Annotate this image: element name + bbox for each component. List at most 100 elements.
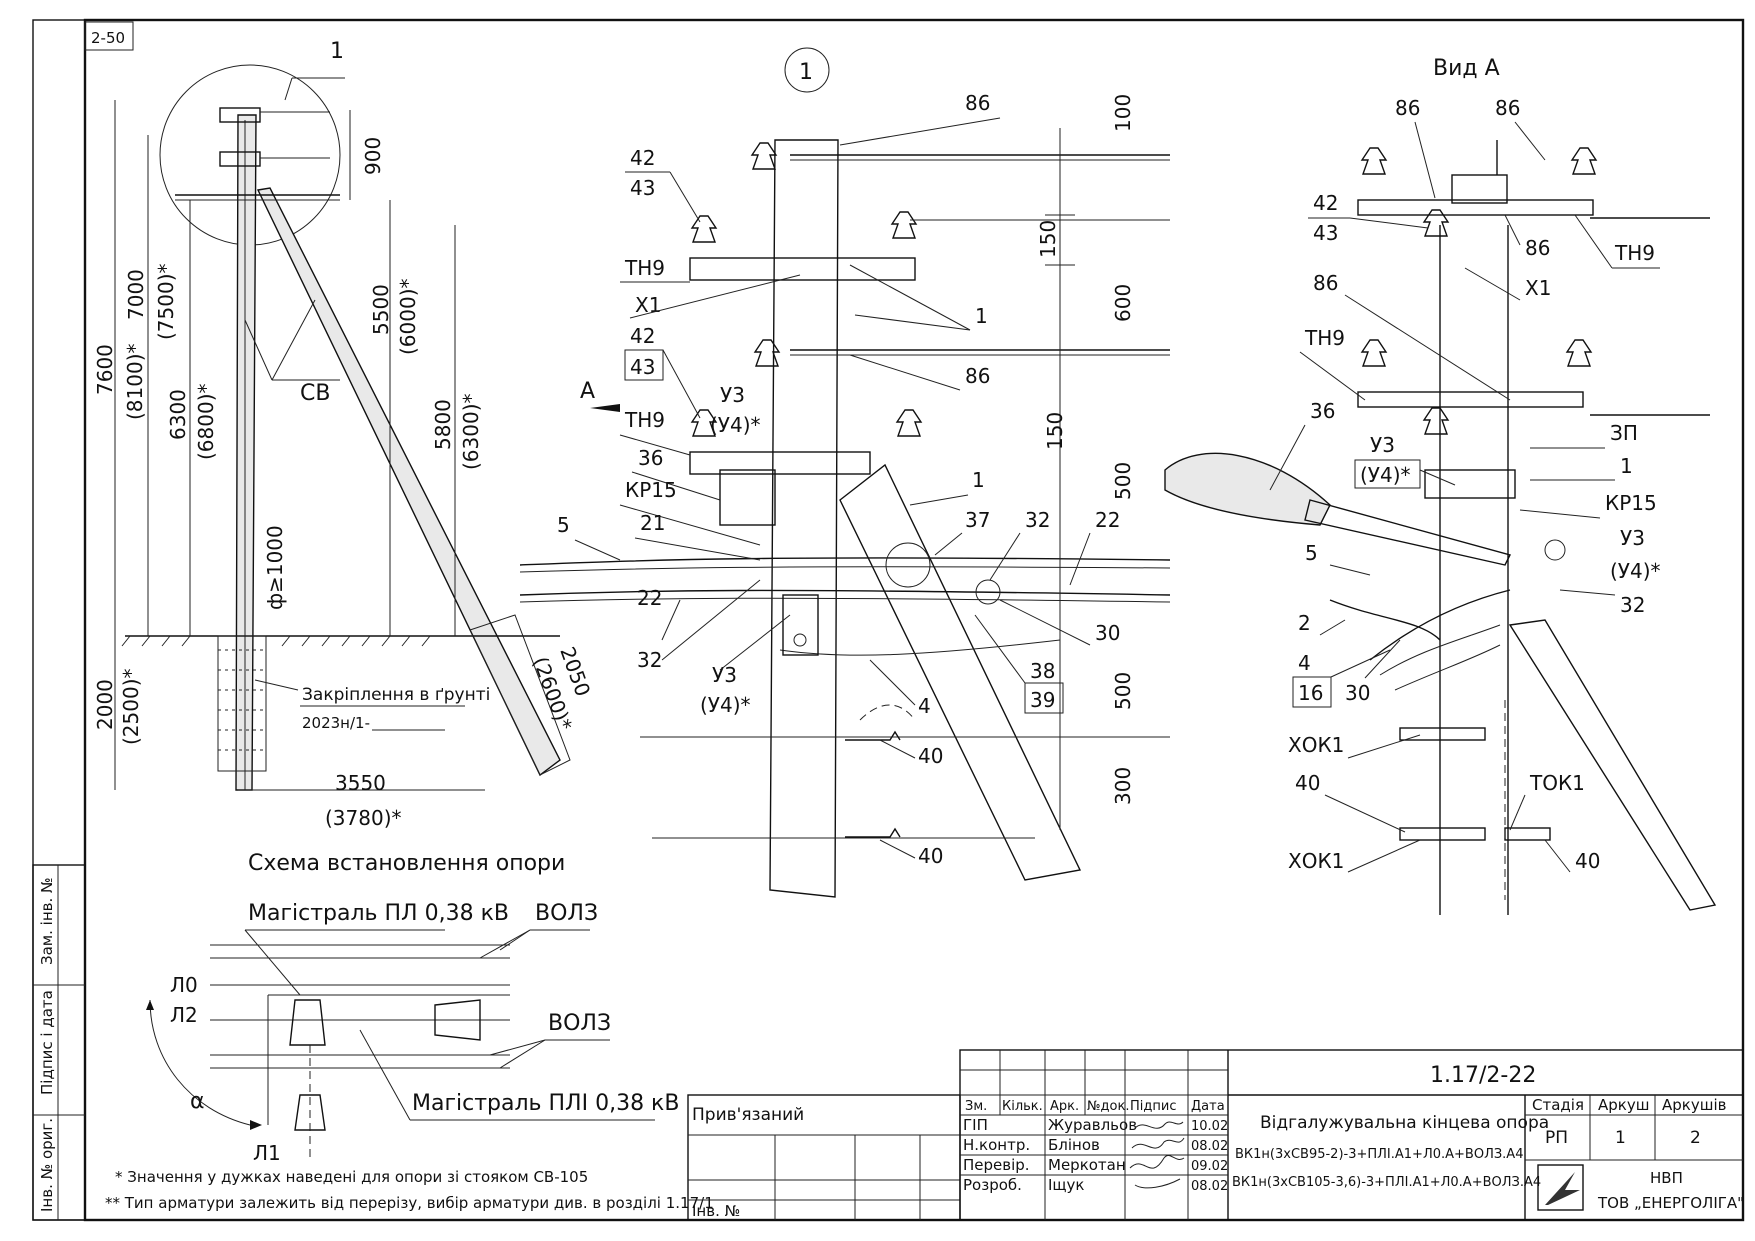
right-view: Вид А 86 86 xyxy=(1164,56,1717,915)
dim-2500: (2500)* xyxy=(119,668,143,745)
desc-line-1: ВК1н(3хСВ95-2)-3+ПЛІ.А1+Л0.А+ВОЛЗ.А4 xyxy=(1235,1147,1523,1162)
dim-6000: (6000)* xyxy=(396,278,420,355)
mid-pole xyxy=(769,139,839,898)
mid-label-u4b: (У4)* xyxy=(700,693,751,717)
right-label-5: 5 xyxy=(1305,541,1318,565)
mid-label-1a: 1 xyxy=(975,304,988,328)
scheme-l1: Л1 xyxy=(253,1141,281,1165)
mid-label-22: 22 xyxy=(637,586,662,610)
mid-label-32: 32 xyxy=(637,648,662,672)
street-lamp xyxy=(1164,452,1331,526)
signature-2 xyxy=(1131,1137,1185,1149)
col-doc: №док. xyxy=(1087,1099,1129,1114)
right-label-86c: 86 xyxy=(1525,236,1550,260)
right-label-th9b: ТН9 xyxy=(1304,326,1345,350)
right-label-36: 36 xyxy=(1310,399,1335,423)
dim-phi: ф≥1000 xyxy=(263,525,287,610)
view-a-arrow xyxy=(590,404,620,412)
stage-value: РП xyxy=(1545,1128,1568,1148)
right-label-40b: 40 xyxy=(1575,849,1600,873)
footnote-2: ** Тип арматури залежить від перерізу, в… xyxy=(105,1194,714,1212)
right-label-tok1: ТОК1 xyxy=(1529,771,1585,795)
scheme-vo1: ВОЛЗ xyxy=(535,901,598,926)
doc-code: 1.17/2-22 xyxy=(1430,1063,1536,1088)
inv-label: Інв. № xyxy=(692,1202,740,1220)
detail-ref-middle: 1 xyxy=(799,60,813,85)
right-strut xyxy=(1508,619,1717,911)
scheme-alpha: α xyxy=(190,1089,205,1114)
right-label-86b: 86 xyxy=(1495,96,1520,120)
side-stamp: Зам. інв. № Підпис і дата Інв. № ориг. xyxy=(32,864,86,1221)
side-stamp-1: Зам. інв. № xyxy=(38,877,56,965)
scheme-pole-2 xyxy=(434,999,481,1041)
org-line-2: ТОВ „ЕНЕРГОЛІГА" xyxy=(1597,1194,1744,1212)
mid-label-43b: 43 xyxy=(630,355,655,379)
right-label-xok1b: ХОК1 xyxy=(1288,849,1344,873)
mid-label-39: 39 xyxy=(1030,688,1055,712)
right-label-th9a: ТН9 xyxy=(1614,241,1655,265)
scheme-title: Схема встановлення опори xyxy=(248,851,565,876)
sheets-header: Аркушів xyxy=(1662,1096,1726,1114)
mid-dim-600: 600 xyxy=(1111,284,1135,322)
dim-900: 900 xyxy=(361,137,385,175)
view-a-letter: A xyxy=(580,379,595,404)
dim-7600: 7600 xyxy=(93,344,117,395)
mid-crossarm-2 xyxy=(689,451,871,475)
label-cb: СВ xyxy=(300,381,330,406)
mid-label-5: 5 xyxy=(557,513,570,537)
mid-label-30: 30 xyxy=(1095,621,1120,645)
sheet-header: Аркуш xyxy=(1598,1096,1649,1114)
view-a-title: Вид А xyxy=(1433,56,1500,81)
lamp-bracket xyxy=(1304,499,1512,566)
right-label-86a: 86 xyxy=(1395,96,1420,120)
mid-label-u4a: (У4)* xyxy=(710,413,761,437)
right-label-30: 30 xyxy=(1345,681,1370,705)
title-block: Прив'язаний Інв. № 1.17/2-22 Стадія Арку… xyxy=(687,1049,1744,1221)
right-label-43: 43 xyxy=(1313,221,1338,245)
right-label-32: 32 xyxy=(1620,593,1645,617)
dim-7000: 7000 xyxy=(124,269,148,320)
mid-label-86b: 86 xyxy=(965,364,990,388)
row-name: Блінов xyxy=(1048,1136,1100,1154)
mid-dim-500a: 500 xyxy=(1111,462,1135,500)
right-label-x1: Х1 xyxy=(1525,276,1551,300)
foundation-hole xyxy=(217,635,267,772)
col-zm: Зм. xyxy=(965,1099,987,1114)
stage-header: Стадія xyxy=(1532,1096,1584,1114)
dim-5500: 5500 xyxy=(369,284,393,335)
mid-label-th9b: ТН9 xyxy=(624,408,665,432)
left-view: 1 7600 (8100)* 7000 (7500)* 63 xyxy=(93,39,595,876)
right-label-u3b: У3 xyxy=(1620,526,1645,550)
dim-3780: (3780)* xyxy=(325,806,402,830)
mid-label-37: 37 xyxy=(965,508,990,532)
dim-5800: 5800 xyxy=(431,399,455,450)
tied-label: Прив'язаний xyxy=(692,1105,804,1125)
right-label-u4: (У4)* xyxy=(1360,463,1411,487)
right-label-40a: 40 xyxy=(1295,771,1320,795)
mid-label-th9a: ТН9 xyxy=(624,256,665,280)
mid-label-40a: 40 xyxy=(918,744,943,768)
scheme-pole-3 xyxy=(294,1094,326,1131)
right-label-2: 2 xyxy=(1298,611,1311,635)
right-label-u3: У3 xyxy=(1370,433,1395,457)
mid-strut xyxy=(839,463,1082,881)
row-role: Розроб. xyxy=(963,1176,1022,1194)
fixing-label: Закріплення в ґрунті xyxy=(302,685,490,705)
row-role: Н.контр. xyxy=(963,1136,1030,1154)
mid-crossarm-1 xyxy=(689,257,916,281)
dim-7500: (7500)* xyxy=(154,263,178,340)
dim-3550: 3550 xyxy=(335,771,386,795)
row-name: Іщук xyxy=(1048,1176,1085,1194)
mid-dim-150a: 150 xyxy=(1036,220,1060,258)
right-label-zp: ЗП xyxy=(1610,421,1638,445)
row-date: 08.02 xyxy=(1191,1179,1228,1194)
strut xyxy=(256,187,561,777)
row-name: Журавльов xyxy=(1048,1116,1137,1134)
mid-dim-300: 300 xyxy=(1111,767,1135,805)
mid-label-1b: 1 xyxy=(972,468,985,492)
pole-main xyxy=(235,114,257,791)
right-label-4: 4 xyxy=(1298,651,1311,675)
desc-line-2: ВК1н(3хСВ105-3,6)-3+ПЛІ.А1+Л0.А+ВОЛЗ.А4 xyxy=(1232,1175,1541,1190)
scheme-pole-1 xyxy=(289,999,326,1046)
